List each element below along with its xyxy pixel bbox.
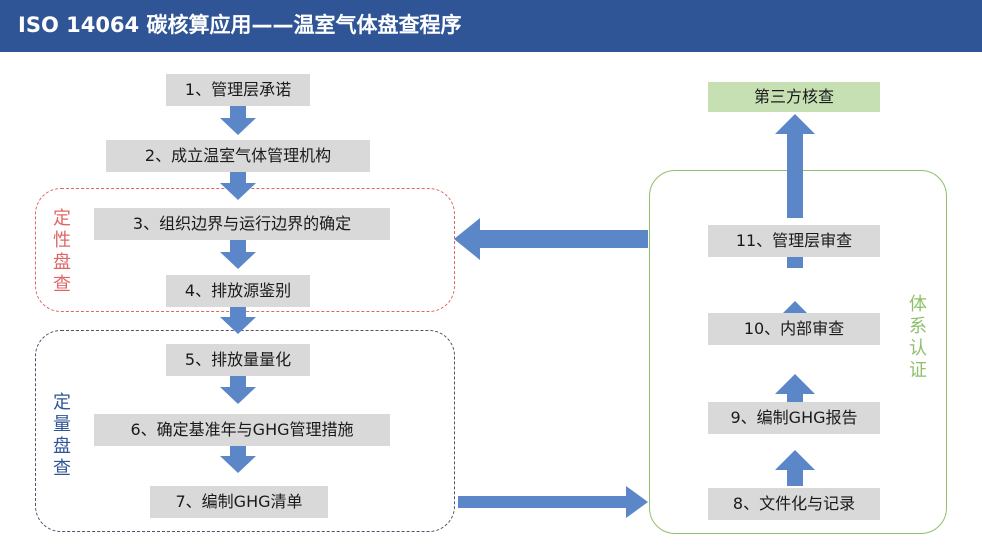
arrow-up-icon [775,374,815,410]
step-establish-ghg-organization: 2、成立温室气体管理机构 [106,140,370,172]
arrow-left-icon [454,218,648,260]
header-bar: ISO 14064 碳核算应用——温室气体盘查程序 [0,0,982,52]
arrow-up-icon [775,450,815,486]
step-management-commitment: 1、管理层承诺 [166,74,310,106]
step-management-review: 11、管理层审查 [708,225,880,257]
arrow-right-icon [458,486,648,518]
third-party-verification: 第三方核查 [708,82,880,112]
quantitative-inventory-group [35,330,455,532]
arrow-down-icon [220,106,256,135]
step-compile-ghg-report: 9、编制GHG报告 [708,402,880,434]
arrow-down-icon [220,375,256,404]
arrow-down-icon [220,172,256,200]
arrow-up-icon [775,114,815,218]
quantitative-label: 定量盘查 [53,392,71,479]
step-boundary-determination: 3、组织边界与运行边界的确定 [94,208,390,240]
step-internal-review: 10、内部审查 [708,313,880,345]
step-compile-ghg-inventory: 7、编制GHG清单 [150,486,328,518]
page-title: ISO 14064 碳核算应用——温室气体盘查程序 [18,13,462,37]
qualitative-label: 定性盘查 [53,208,71,295]
arrow-down-icon [220,239,256,269]
certification-label: 体系认证 [909,294,927,381]
step-emission-source-identification: 4、排放源鉴别 [166,275,310,307]
step-emission-quantification: 5、排放量量化 [166,344,310,376]
arrow-down-icon [220,445,256,473]
arrow-down-icon [220,305,256,334]
step-base-year-and-measures: 6、确定基准年与GHG管理措施 [94,414,390,446]
step-documentation-and-records: 8、文件化与记录 [708,488,880,520]
